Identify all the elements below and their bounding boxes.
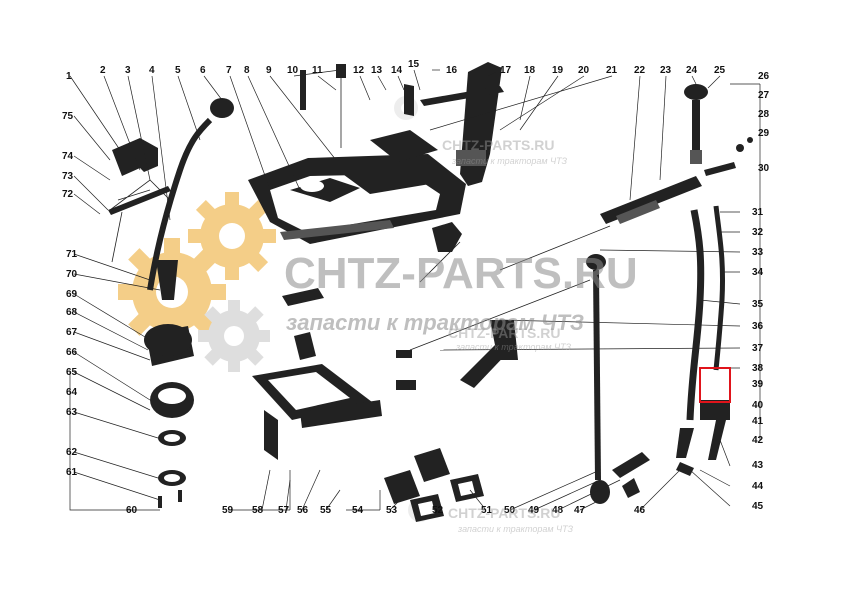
part-number: 47 [574,505,586,516]
part-number: 67 [66,327,78,338]
part-number: 17 [500,65,512,76]
part-number: 58 [252,505,264,516]
part-number: 52 [432,505,444,516]
part-numbers: 1 2 3 4 5 6 7 8 9 10 11 12 13 14 15 16 1… [62,59,770,516]
part-number: 46 [634,505,646,516]
part-number: 43 [752,460,764,471]
watermark-brand: ЧТЗ [541,310,584,335]
part-number: 32 [752,227,764,238]
part-number: 39 [752,379,764,390]
part-number: 36 [752,321,764,332]
part-number: 66 [66,347,78,358]
part-number: 56 [297,505,309,516]
part-number: 3 [125,65,131,76]
watermark-small-title: CHTZ-PARTS.RU [448,505,561,521]
part-number: 11 [312,65,323,76]
part-number: 30 [758,163,770,174]
part-number: 64 [66,387,78,398]
part-number: 72 [62,189,74,200]
part-number: 1 [66,71,72,82]
watermark-small-title: CHTZ-PARTS.RU [442,137,555,153]
part-number: 54 [352,505,364,516]
part-number: 42 [752,435,764,446]
part-number: 70 [66,269,78,280]
watermark-small-brand: ЧТЗ [550,156,567,166]
part-number: 15 [408,59,420,70]
part-number: 55 [320,505,332,516]
watermark-small-subtitle: запасти к тракторам ЧТЗ [451,156,568,166]
watermark-small-title: CHTZ-PARTS.RU [448,325,561,341]
part-number: 24 [686,65,698,76]
part-number: 22 [634,65,646,76]
watermark-small-subtitle-text: запасти к тракторам [451,156,548,166]
part-number: 48 [552,505,564,516]
part-number: 28 [758,109,770,120]
part-number: 18 [524,65,536,76]
part-number: 35 [752,299,764,310]
part-number: 16 [446,65,458,76]
part-number: 59 [222,505,234,516]
watermark-small-brand: ЧТЗ [554,342,571,352]
part-number: 5 [175,65,181,76]
watermark-subtitle-text: запасти к тракторам [286,310,535,335]
part-number: 44 [752,481,764,492]
part-number: 69 [66,289,78,300]
part-number: 4 [149,65,155,76]
watermark-small-subtitle-text: запасти к тракторам [455,342,552,352]
part-number: 31 [752,207,764,218]
highlight-box [699,367,731,403]
part-number: 73 [62,171,74,182]
part-number: 6 [200,65,206,76]
watermark-small-subtitle-text: запасти к тракторам [457,524,554,534]
watermark-small-subtitle: запасти к тракторам ЧТЗ [455,342,572,352]
part-number: 53 [386,505,398,516]
leader-lines [69,69,761,511]
part-number: 62 [66,447,78,458]
part-number: 75 [62,111,74,122]
part-number: 40 [752,400,764,411]
part-number: 51 [481,505,493,516]
part-number: 20 [578,65,590,76]
part-number: 71 [66,249,78,260]
part-number: 45 [752,501,764,512]
part-number: 33 [752,247,764,258]
part-number: 37 [752,343,764,354]
part-number: 27 [758,90,770,101]
part-number: 12 [353,65,365,76]
drawing-parts [108,62,753,522]
part-number: 9 [266,65,272,76]
part-number: 68 [66,307,78,318]
part-number: 29 [758,128,770,139]
part-number: 21 [606,65,618,76]
part-number: 8 [244,65,250,76]
part-number: 41 [752,416,764,427]
part-number: 34 [752,267,764,278]
part-number: 2 [100,65,106,76]
part-number: 50 [504,505,516,516]
part-number: 10 [287,65,299,76]
watermark-small-brand: ЧТЗ [556,524,573,534]
part-number: 14 [391,65,403,76]
part-number: 61 [66,467,78,478]
part-number: 63 [66,407,78,418]
part-number: 26 [758,71,770,82]
part-number: 23 [660,65,672,76]
watermark-small-subtitle: запасти к тракторам ЧТЗ [457,524,574,534]
part-number: 57 [278,505,290,516]
part-number: 60 [126,505,138,516]
watermark-subtitle: запасти к тракторам ЧТЗ [286,310,584,335]
watermark-title: CHTZ-PARTS.RU [284,249,638,298]
part-number: 13 [371,65,383,76]
part-number: 19 [552,65,564,76]
part-number: 65 [66,367,78,378]
watermark: CHTZ-PARTS.RU запасти к тракторам ЧТЗ CH… [284,137,638,534]
part-number: 74 [62,151,74,162]
part-number: 38 [752,363,764,374]
part-number: 49 [528,505,540,516]
part-number: 7 [226,65,232,76]
part-number: 25 [714,65,726,76]
